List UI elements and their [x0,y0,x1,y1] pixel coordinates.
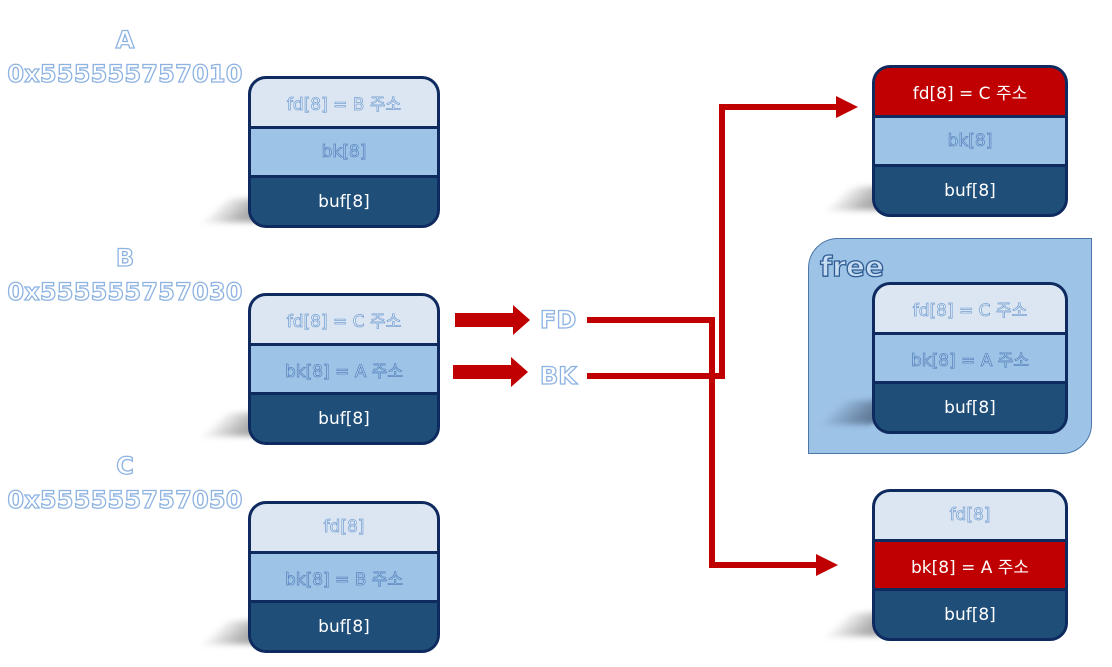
chunk-top-right-buf-text: buf[8] [944,180,996,201]
chunk-top-right-fd-row: fd[8] = C 주소 [875,68,1065,115]
chunk-top-right: fd[8] = C 주소 bk[8] buf[8] [872,65,1068,217]
chunk-a-buf-row: buf[8] [251,175,437,225]
chunk-bottom-right-buf-text: buf[8] [944,604,996,625]
chunk-a-buf-text: buf[8] [318,191,370,212]
chunk-freed-buf-text: buf[8] [944,397,996,418]
chunk-freed: fd[8] = C 주소 bk[8] = A 주소 buf[8] [872,282,1068,434]
chunk-bottom-right-buf-row: buf[8] [875,588,1065,638]
chunk-b-buf-row: buf[8] [251,392,437,442]
chunk-freed-bk-row: bk[8] = A 주소 [875,331,1065,382]
chunk-c-buf-row: buf[8] [251,600,437,650]
chunk-freed-fd-row: fd[8] = C 주소 [875,285,1065,332]
chunk-c-fd-row: fd[8] [251,504,437,551]
chunk-a-bk-text: bk[8] [321,142,367,163]
chunk-bottom-right-bk-text: bk[8] = A 주소 [910,557,1030,578]
chunk-bottom-right-fd-row: fd[8] [875,492,1065,539]
chunk-a-address: 0x555555757010 [7,59,243,88]
chunk-a-name: A [115,25,135,54]
chunk-a-fd-text: fd[8] = B 주소 [286,94,402,115]
chunk-top-right-bk-text: bk[8] [947,131,993,152]
chunk-b-bk-row: bk[8] = A 주소 [251,342,437,393]
bk-block-arrow [453,357,528,387]
chunk-c-bk-text: bk[8] = B 주소 [284,569,404,590]
chunk-c: fd[8] bk[8] = B 주소 buf[8] [248,501,440,653]
chunk-b: fd[8] = C 주소 bk[8] = A 주소 buf[8] [248,293,440,445]
chunk-b-buf-text: buf[8] [318,408,370,429]
chunk-c-fd-text: fd[8] [323,517,365,538]
chunk-b-fd-text: fd[8] = C 주소 [286,311,402,332]
chunk-top-right-buf-row: buf[8] [875,164,1065,214]
fd-label: FD [539,305,577,334]
chunk-a: fd[8] = B 주소 bk[8] buf[8] [248,76,440,228]
bk-connector-arrow [587,96,858,379]
chunk-b-fd-row: fd[8] = C 주소 [251,296,437,343]
chunk-a-fd-row: fd[8] = B 주소 [251,79,437,126]
free-label: free [819,249,884,283]
chunk-freed-buf-row: buf[8] [875,381,1065,431]
chunk-c-bk-row: bk[8] = B 주소 [251,550,437,601]
chunk-bottom-right: fd[8] bk[8] = A 주소 buf[8] [872,489,1068,641]
chunk-top-right-bk-row: bk[8] [875,114,1065,165]
chunk-b-bk-text: bk[8] = A 주소 [284,361,404,382]
chunk-b-name: B [115,243,135,272]
chunk-c-buf-text: buf[8] [318,616,370,637]
chunk-c-address: 0x555555757050 [7,485,243,514]
chunk-top-right-fd-text: fd[8] = C 주소 [912,83,1028,104]
fd-connector-arrow [587,317,838,576]
chunk-b-address: 0x555555757030 [7,277,243,306]
chunk-c-name: C [116,451,135,480]
chunk-bottom-right-bk-row: bk[8] = A 주소 [875,538,1065,589]
chunk-a-bk-row: bk[8] [251,125,437,176]
chunk-freed-bk-text: bk[8] = A 주소 [910,350,1030,371]
fd-block-arrow [455,305,530,335]
bk-label: BK [539,361,577,390]
chunk-bottom-right-fd-text: fd[8] [949,505,991,526]
chunk-freed-fd-text: fd[8] = C 주소 [912,300,1028,321]
